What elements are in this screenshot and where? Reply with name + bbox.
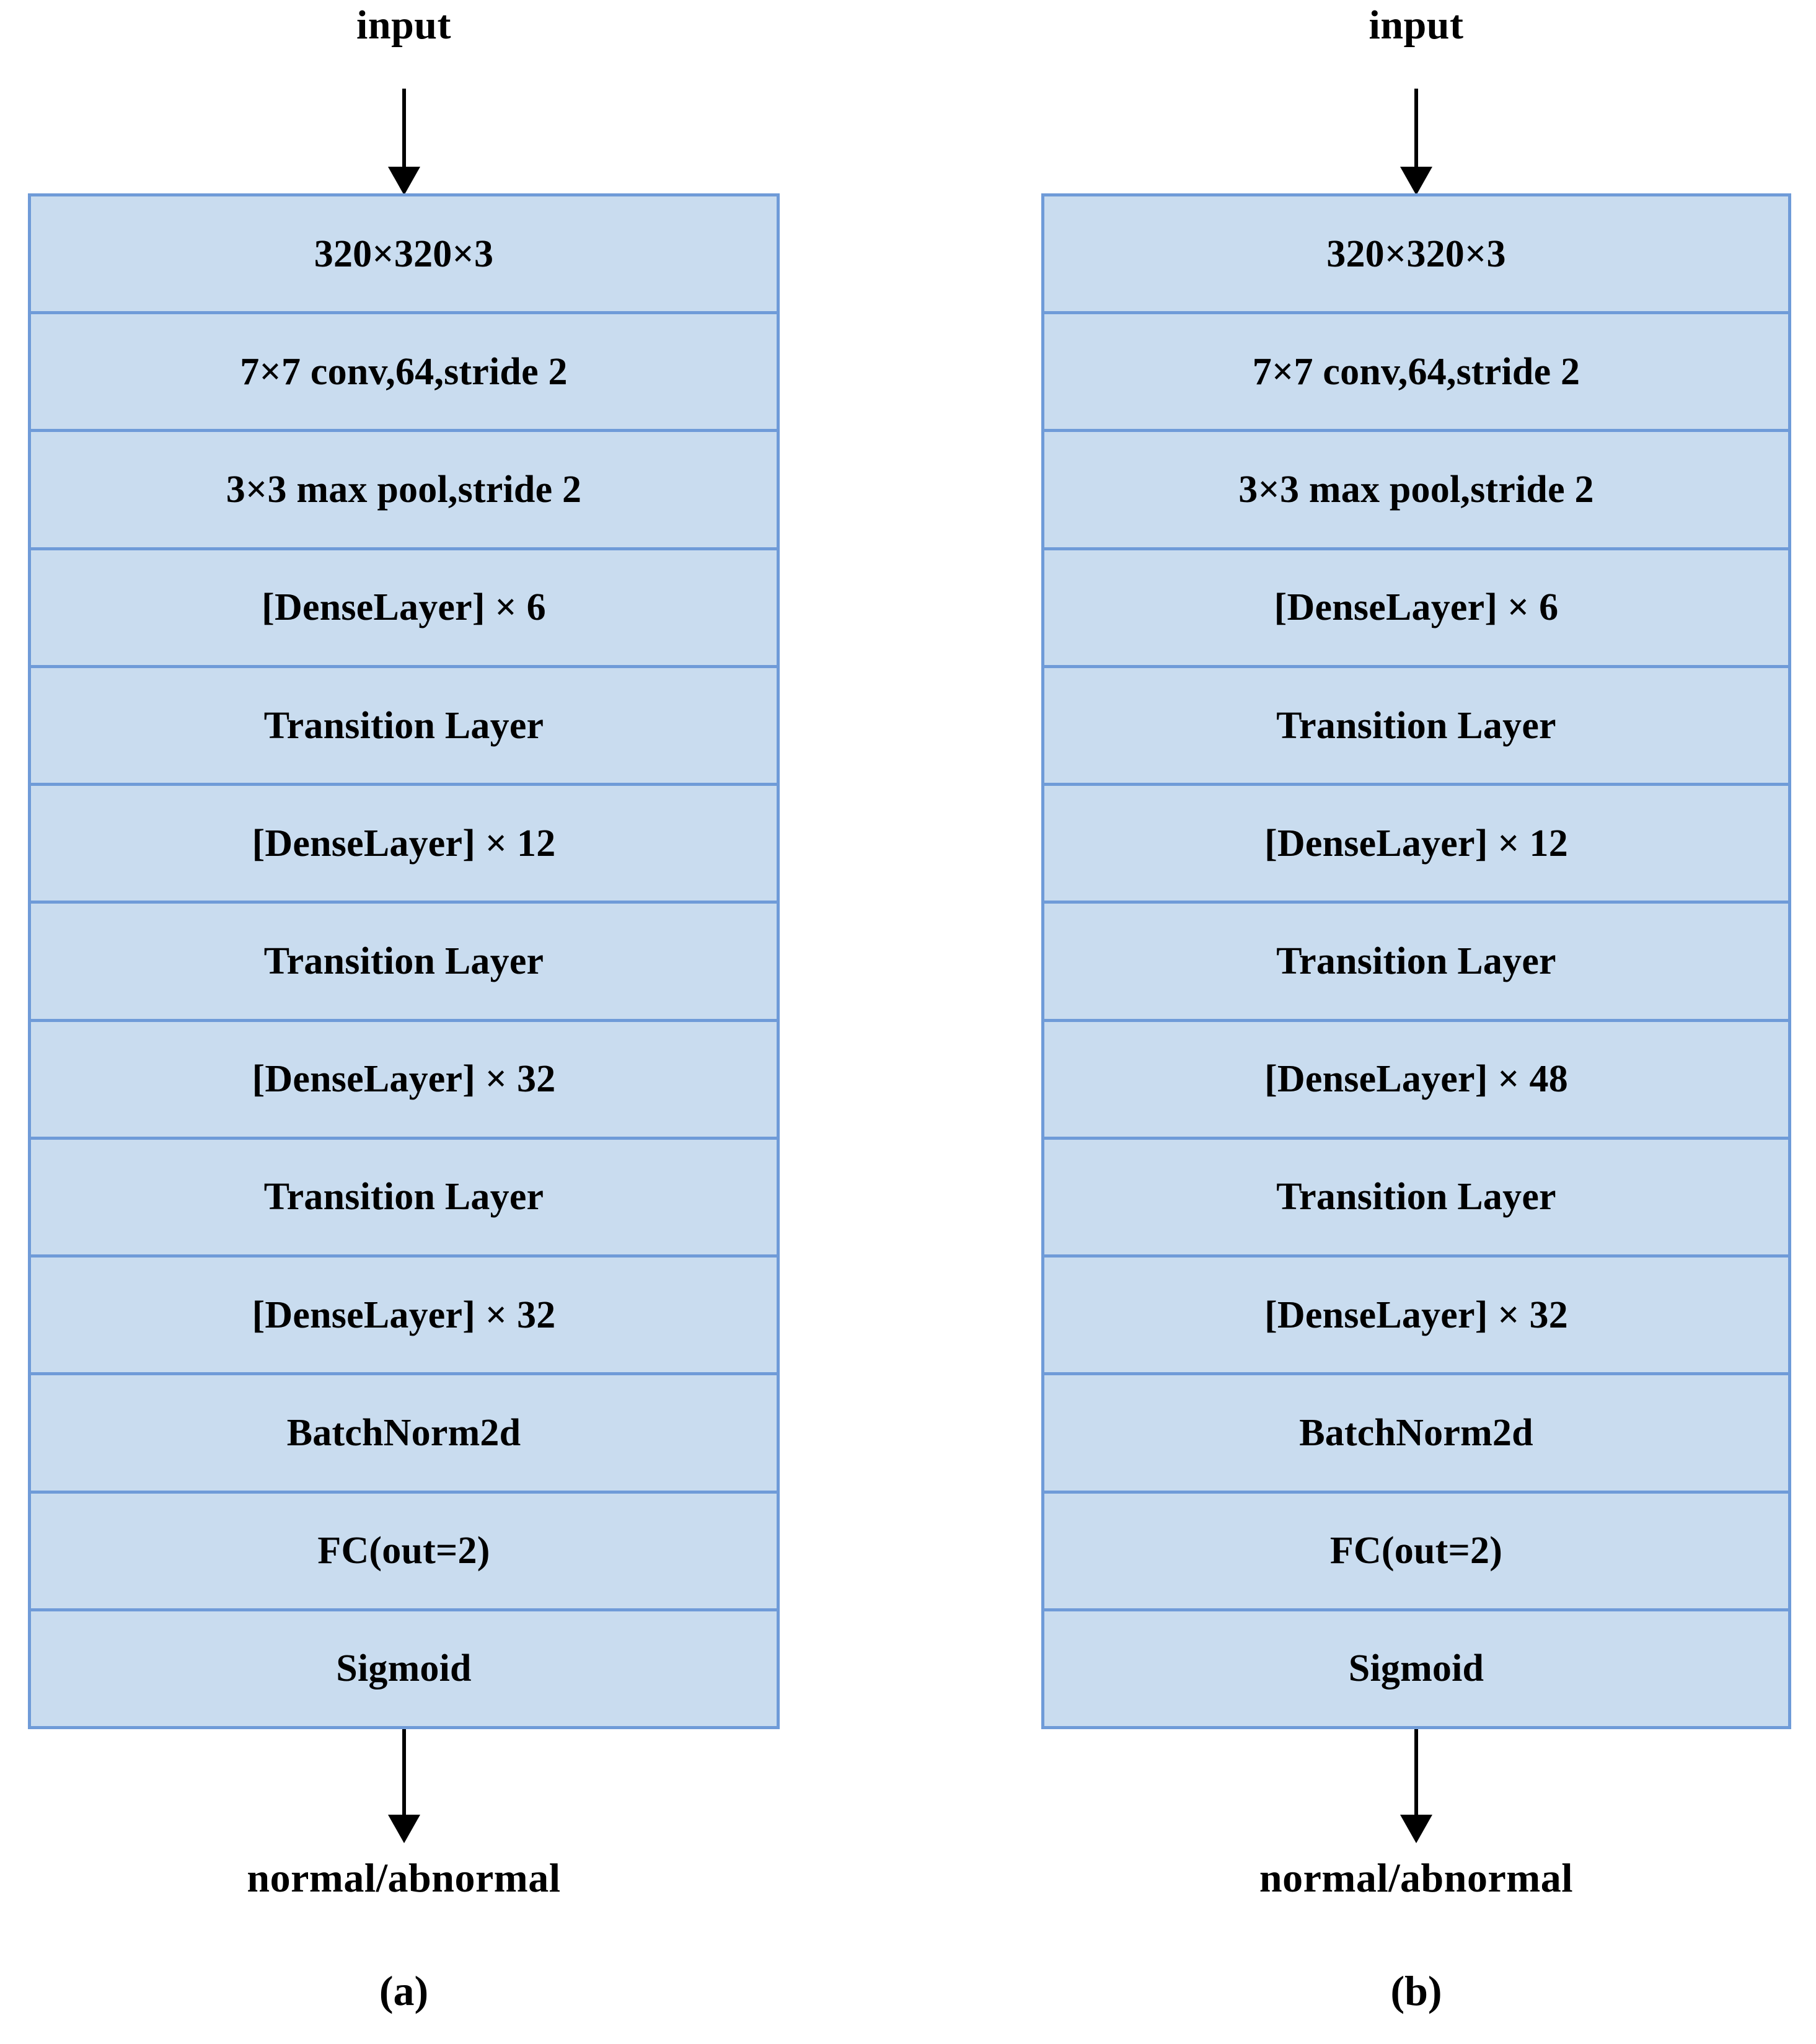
layer-box: [DenseLayer] × 32	[1044, 1258, 1788, 1376]
architecture-panel-a: input 320×320×3 7×7 conv,64,stride 2 3×3…	[28, 0, 780, 2044]
input-arrow-a	[386, 89, 423, 195]
panel-caption-a: (a)	[379, 1967, 429, 2014]
layer-box: Transition Layer	[1044, 904, 1788, 1022]
output-label-b: normal/abnormal	[1259, 1856, 1574, 1901]
arrow-shaft	[402, 1729, 406, 1816]
layer-box: Transition Layer	[1044, 1139, 1788, 1258]
output-arrow-b	[1398, 1729, 1435, 1844]
layer-stack-a: 320×320×3 7×7 conv,64,stride 2 3×3 max p…	[28, 193, 780, 1729]
layer-box: [DenseLayer] × 6	[31, 550, 777, 668]
layer-box: 7×7 conv,64,stride 2	[1044, 314, 1788, 433]
layer-box: Transition Layer	[31, 904, 777, 1022]
layer-box: FC(out=2)	[31, 1493, 777, 1611]
architecture-panel-b: input 320×320×3 7×7 conv,64,stride 2 3×3…	[1041, 0, 1791, 2044]
layer-box: BatchNorm2d	[1044, 1375, 1788, 1494]
arrow-head-icon	[1400, 167, 1432, 195]
layer-box: BatchNorm2d	[31, 1375, 777, 1494]
layer-box: [DenseLayer] × 32	[31, 1021, 777, 1140]
input-label-b: input	[1369, 2, 1464, 48]
layer-box: 320×320×3	[1044, 196, 1788, 315]
arrow-shaft	[1414, 1729, 1418, 1816]
layer-box: 7×7 conv,64,stride 2	[31, 314, 777, 433]
arrow-head-icon	[387, 167, 420, 195]
layer-box: [DenseLayer] × 12	[1044, 786, 1788, 904]
layer-box: 320×320×3	[31, 196, 777, 315]
input-arrow-b	[1398, 89, 1435, 195]
output-arrow-a	[386, 1729, 423, 1844]
layer-box: Transition Layer	[31, 667, 777, 786]
layer-box: [DenseLayer] × 48	[1044, 1021, 1788, 1140]
output-label-a: normal/abnormal	[247, 1856, 561, 1901]
layer-box: [DenseLayer] × 6	[1044, 550, 1788, 668]
arrow-head-icon	[1400, 1815, 1432, 1843]
layer-box: [DenseLayer] × 32	[31, 1258, 777, 1376]
arrow-head-icon	[387, 1815, 420, 1843]
input-label-a: input	[356, 2, 451, 48]
arrow-shaft	[1414, 89, 1418, 168]
layer-box: Transition Layer	[31, 1139, 777, 1258]
layer-box: 3×3 max pool,stride 2	[1044, 432, 1788, 550]
layer-box: Transition Layer	[1044, 667, 1788, 786]
layer-box: [DenseLayer] × 12	[31, 786, 777, 904]
layer-box: Sigmoid	[1044, 1611, 1788, 1727]
layer-box: Sigmoid	[31, 1611, 777, 1727]
layer-box: 3×3 max pool,stride 2	[31, 432, 777, 550]
layer-box: FC(out=2)	[1044, 1493, 1788, 1611]
layer-stack-b: 320×320×3 7×7 conv,64,stride 2 3×3 max p…	[1041, 193, 1791, 1729]
arrow-shaft	[402, 89, 406, 168]
panel-caption-b: (b)	[1390, 1967, 1442, 2014]
